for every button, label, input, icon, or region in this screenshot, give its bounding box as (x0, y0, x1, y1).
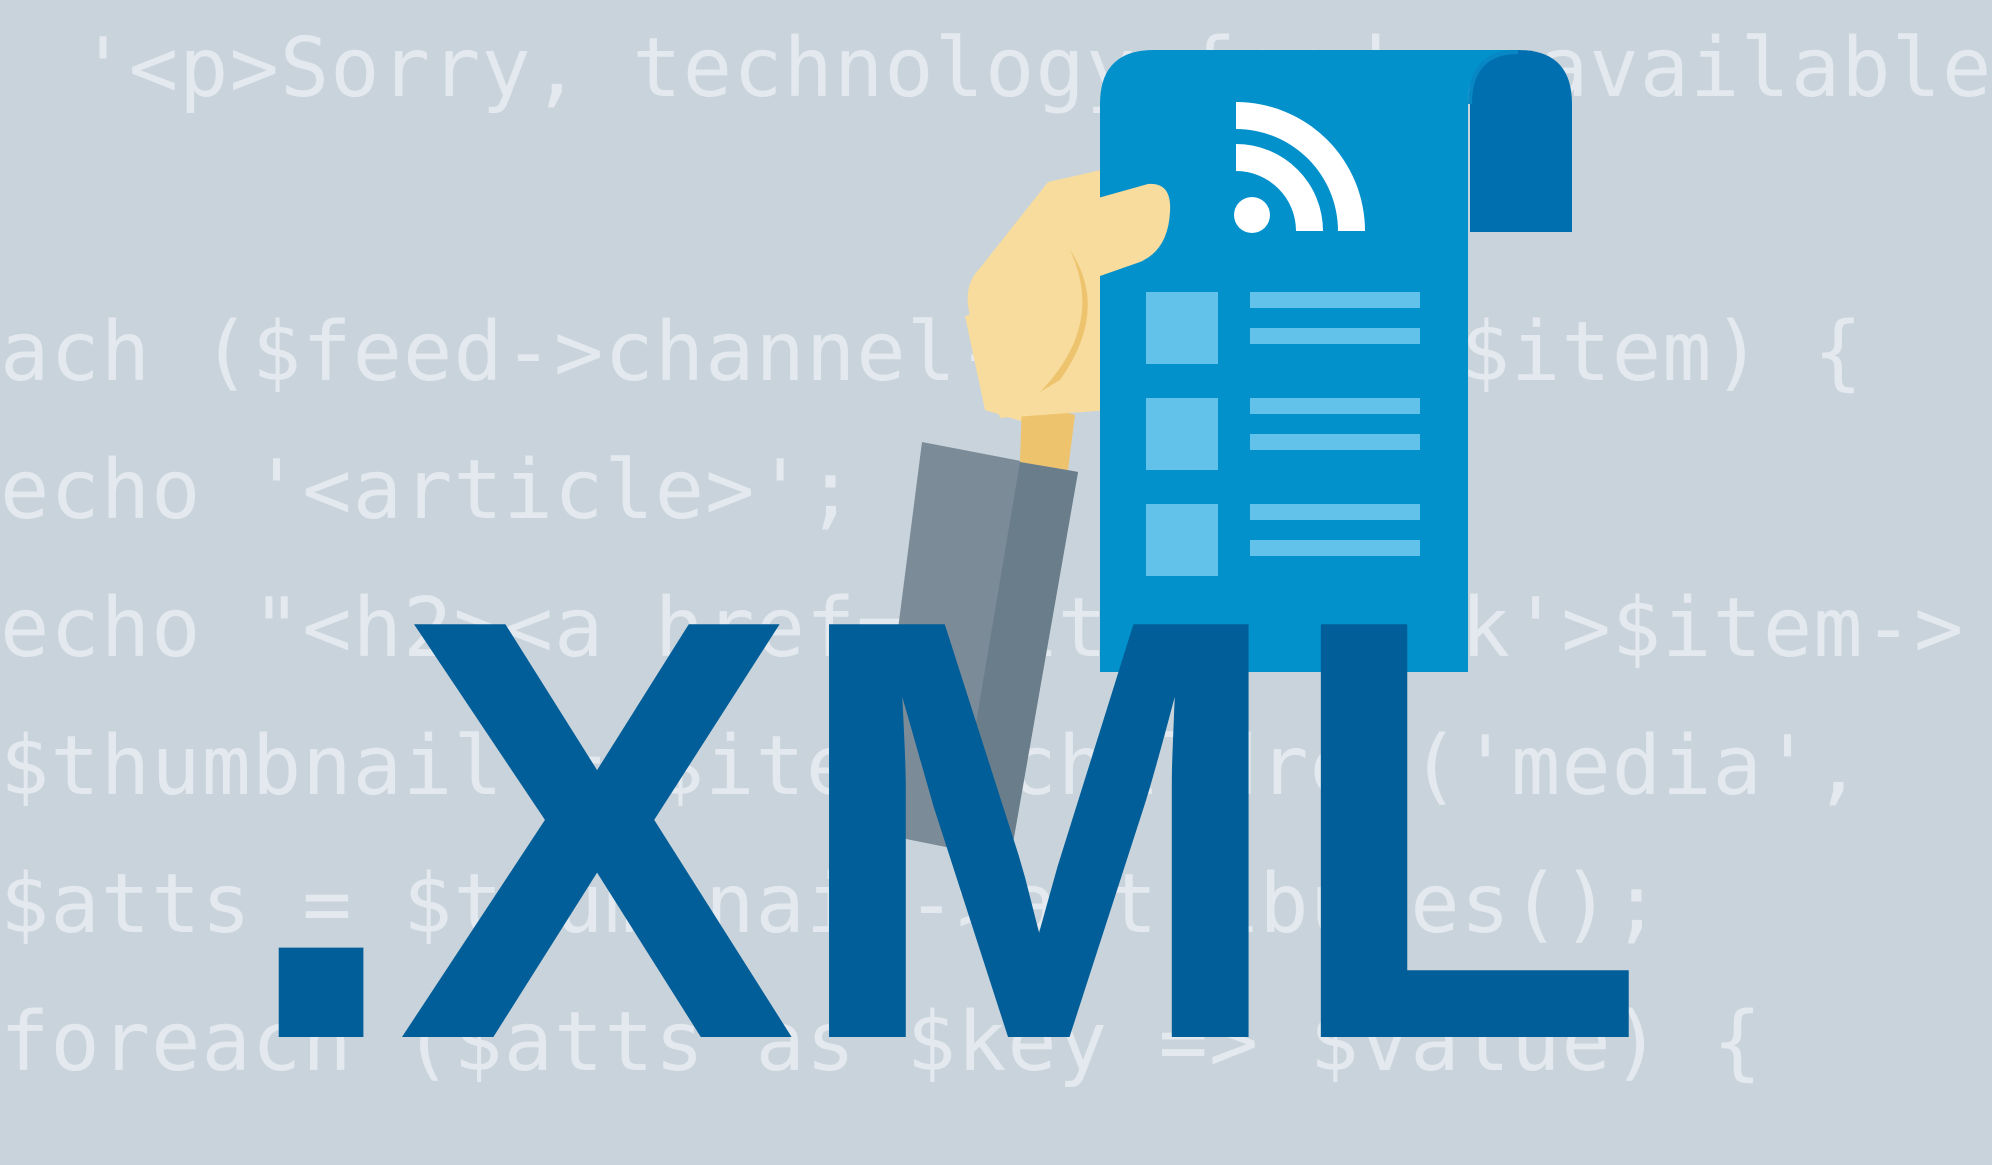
hand-icon (965, 168, 1110, 470)
document-icon (1100, 50, 1572, 672)
illustration (872, 50, 1572, 860)
code-line-7: foreach ($atts as $key => $value) { (0, 995, 1763, 1090)
rss-feed-icon (1234, 102, 1365, 233)
xml-title: .XML (238, 495, 1647, 1165)
thumb-icon (1098, 183, 1171, 276)
code-line-6: $atts = $thumbnail->attributes(); (0, 857, 1663, 952)
code-line-5: $thumbnail = $item->children('media', (0, 719, 1864, 814)
code-line-3: echo '<article>'; (0, 443, 857, 538)
sleeve-icon (872, 442, 1078, 860)
